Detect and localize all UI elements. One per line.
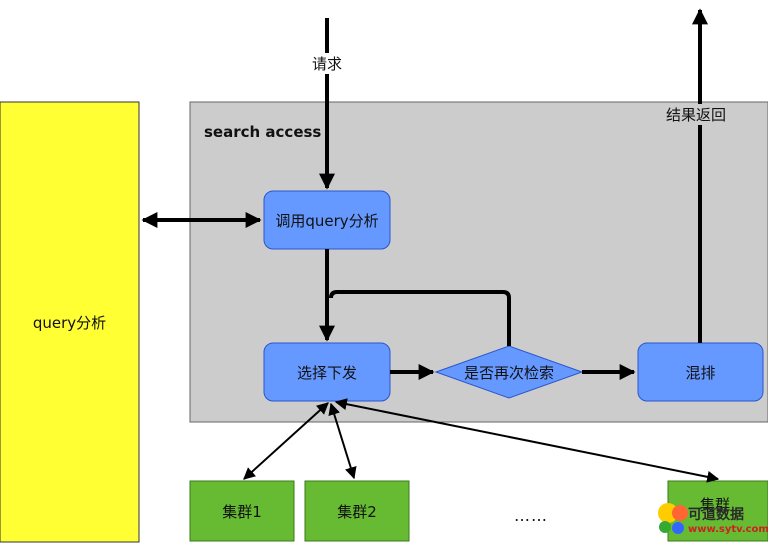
dispatch-cluster-n-arrow: [334, 398, 720, 483]
ellipsis: ……: [514, 506, 548, 525]
merge-label: 混排: [685, 363, 716, 382]
watermark-text: 可道数据: [688, 507, 744, 523]
cluster-1-label: 集群1: [222, 502, 262, 521]
result-label: 结果返回: [666, 104, 727, 125]
retry-loop-arrow: [329, 290, 511, 346]
cluster-1-box: [189, 480, 295, 542]
cluster-2-box: [304, 480, 410, 542]
watermark-logo: [658, 503, 688, 534]
cluster-n-label: 集群: [700, 496, 731, 514]
query-panel: [0, 101, 140, 543]
dispatch-cluster-1-arrow: [243, 402, 329, 480]
decision-label: 是否再次检索: [463, 363, 554, 382]
cluster-2-label: 集群2: [337, 502, 377, 521]
query-panel-label: query分析: [32, 313, 107, 332]
search-access-title: search access: [204, 123, 322, 141]
call-query-label: 调用query分析: [275, 211, 379, 230]
request-label: 请求: [310, 53, 345, 74]
watermark-url: www.sytv.com: [688, 524, 768, 535]
select-dispatch-label: 选择下发: [296, 363, 357, 382]
